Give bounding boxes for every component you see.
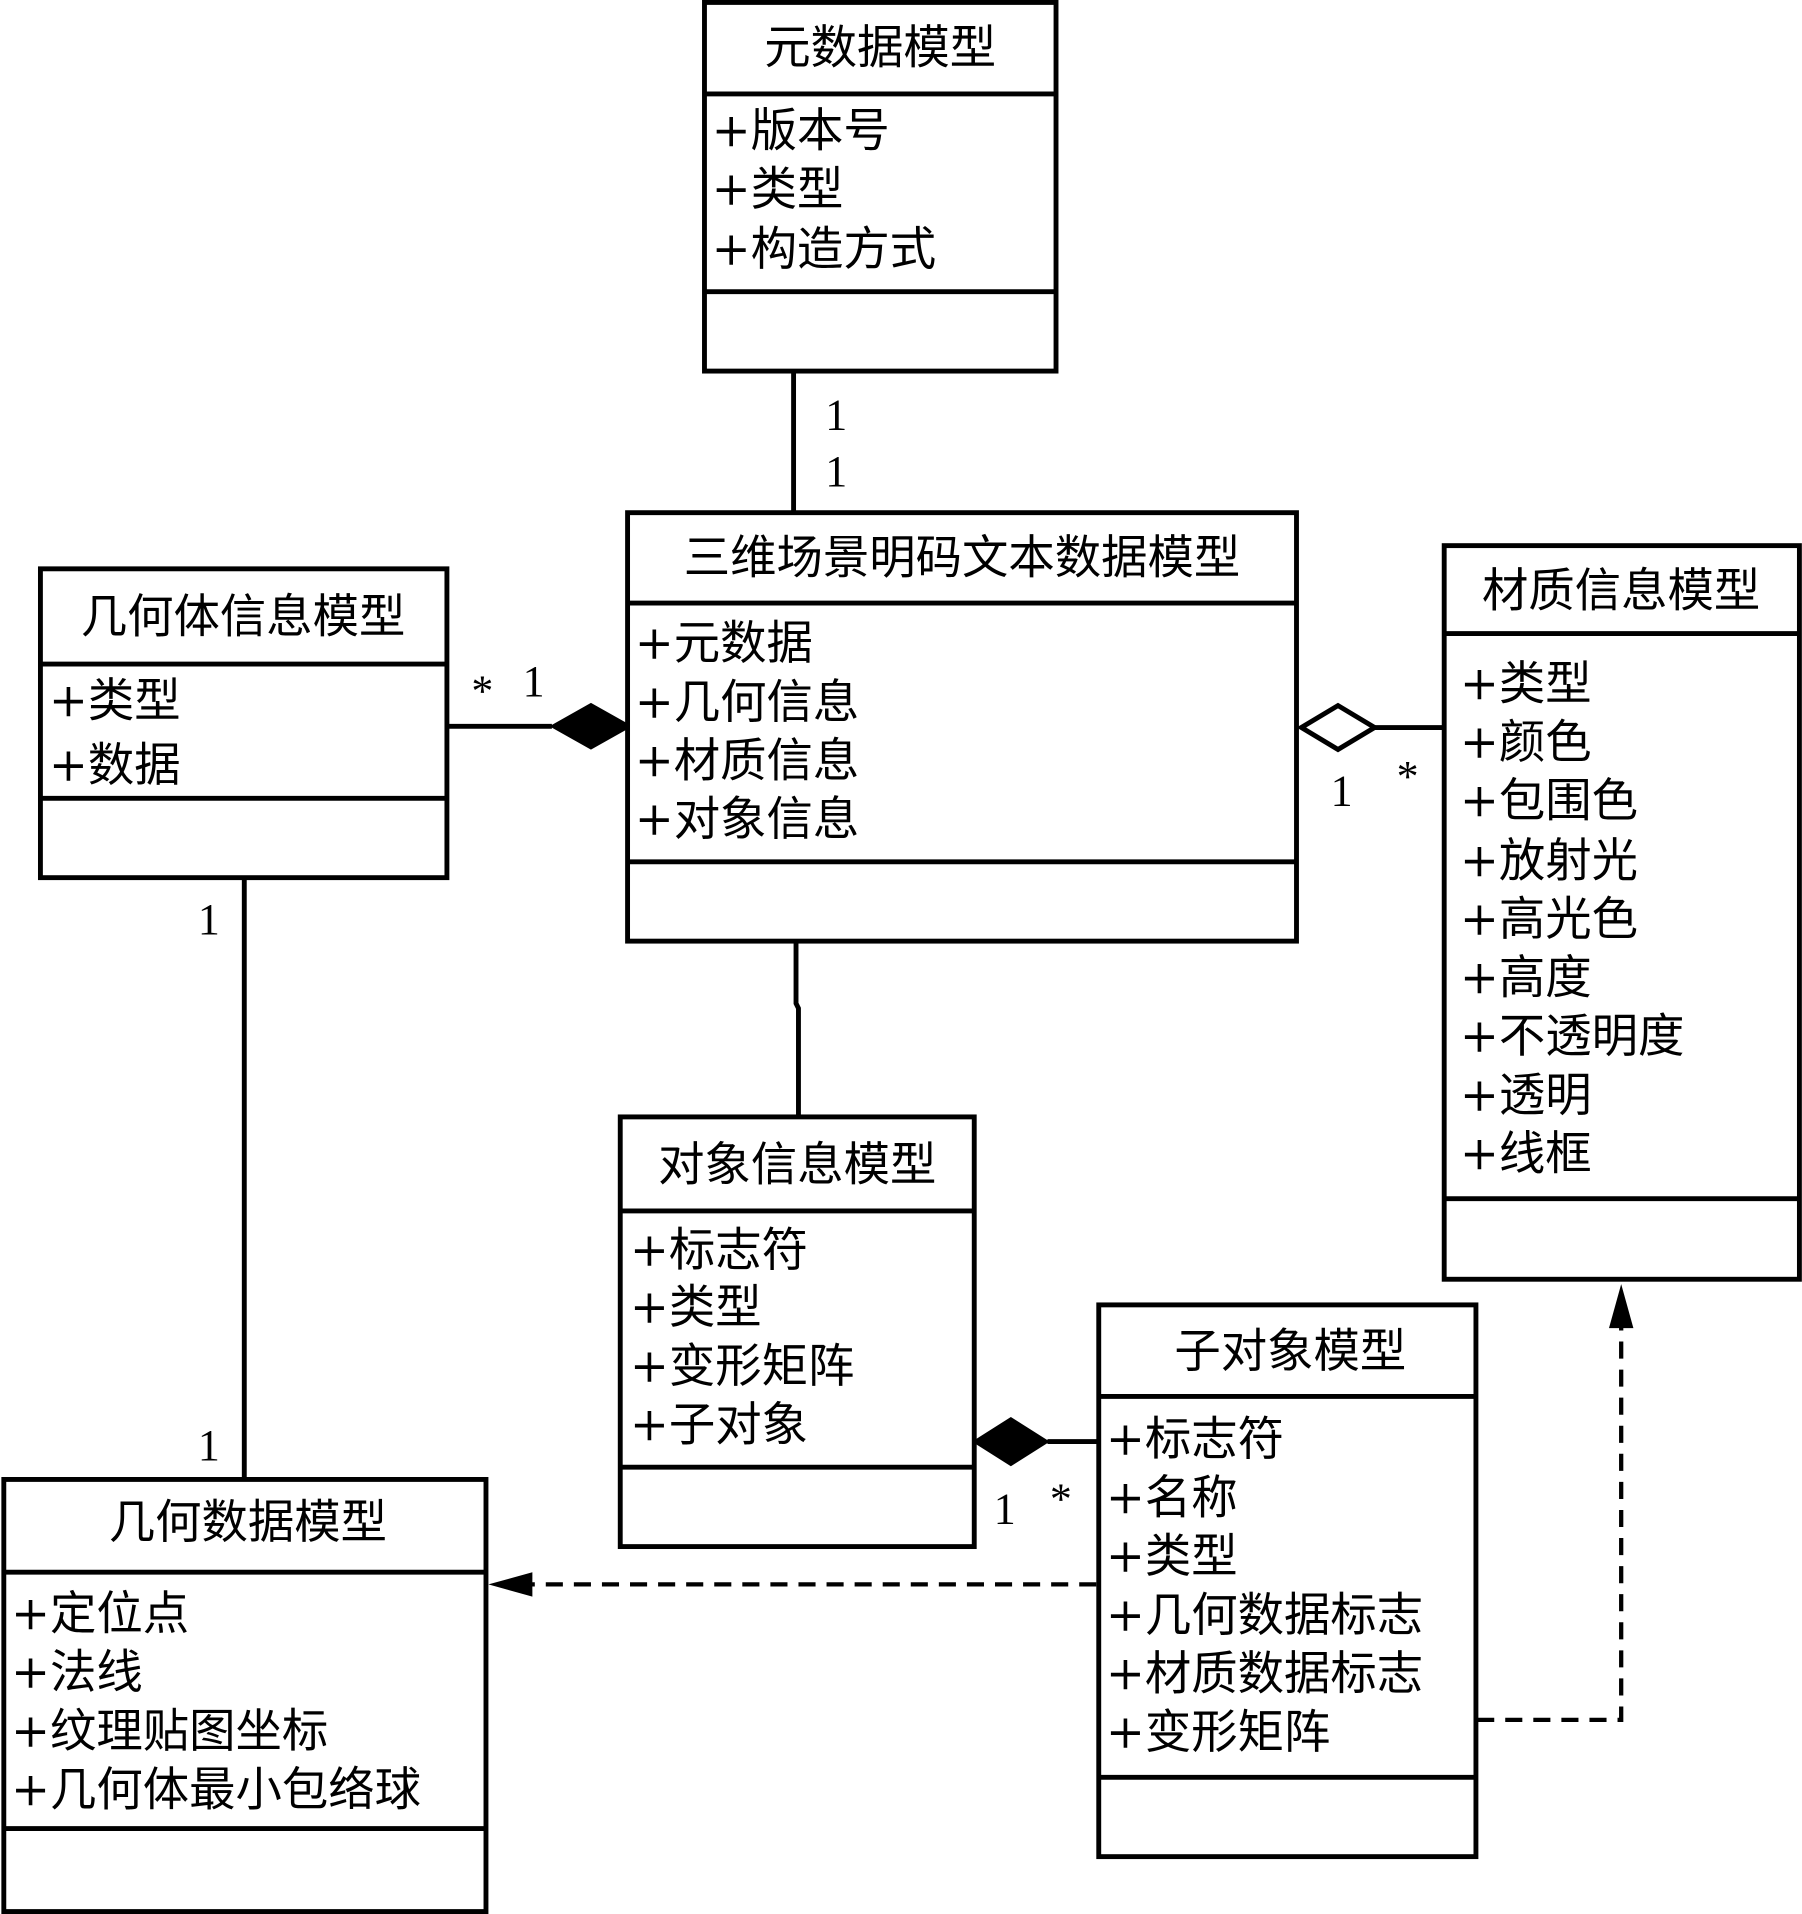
class-title: 元数据模型: [764, 20, 996, 74]
class-attribute: +纹理贴图坐标: [11, 1704, 328, 1758]
class-attribute: +类型: [1106, 1529, 1238, 1583]
class-attribute: +透明: [1460, 1068, 1592, 1122]
multiplicity-geometry-info-lower: 1: [198, 895, 220, 944]
class-title: 几何数据模型: [109, 1495, 387, 1549]
class-attribute: +类型: [1460, 656, 1592, 710]
class-attribute: +变形矩阵: [1106, 1705, 1330, 1759]
class-attribute: +变形矩阵: [630, 1339, 854, 1393]
class-attribute: +标志符: [630, 1223, 808, 1277]
class-attribute: +版本号: [712, 103, 890, 157]
class-attribute: +定位点: [11, 1587, 189, 1641]
class-title: 材质信息模型: [1482, 564, 1760, 618]
composition-diamond-icon: [549, 702, 633, 750]
composition-diamond-icon: [971, 1416, 1050, 1467]
class-attribute: +不透明度: [1460, 1009, 1684, 1063]
class-material-info-model[interactable]: 材质信息模型 +类型 +颜色 +包围色 +放射光 +高光色 +高度 +不透明度 …: [1441, 543, 1802, 1282]
class-attribute: +子对象: [630, 1397, 808, 1451]
multiplicity-geometry-info-end: *: [471, 667, 493, 716]
class-attribute: +类型: [712, 162, 844, 216]
dependency-subobject-material: [1477, 1325, 1624, 1723]
class-attribute: +高光色: [1460, 892, 1638, 946]
class-attribute: +线框: [1460, 1126, 1592, 1180]
class-attribute: +标志符: [1106, 1412, 1284, 1466]
class-attribute: +法线: [11, 1645, 143, 1699]
class-geometry-info-model[interactable]: 几何体信息模型 +类型 +数据: [37, 566, 450, 881]
class-attribute: +元数据: [635, 616, 813, 670]
class-metadata-model[interactable]: 元数据模型 +版本号 +类型 +构造方式: [702, 0, 1059, 374]
class-attribute: +几何体最小包络球: [11, 1762, 421, 1816]
class-attribute: +颜色: [1460, 715, 1592, 769]
multiplicity-material-end: *: [1397, 752, 1419, 801]
multiplicity-scene-end: 1: [825, 447, 847, 496]
class-attribute: +对象信息: [635, 792, 859, 846]
class-attribute: +材质信息: [635, 733, 859, 787]
class-attribute: +几何信息: [635, 675, 859, 729]
class-attribute: +高度: [1460, 951, 1592, 1005]
class-title: 几何体信息模型: [81, 589, 406, 643]
class-attribute: +材质数据标志: [1106, 1646, 1423, 1700]
dependency-arrowhead-icon: [1608, 1284, 1634, 1329]
class-attribute: +几何数据标志: [1106, 1588, 1423, 1642]
class-attribute: +构造方式: [712, 222, 936, 276]
aggregation-diamond-icon: [1296, 702, 1380, 753]
association-scene-object: [793, 942, 801, 1117]
multiplicity-object-end: 1: [994, 1484, 1016, 1533]
class-attribute: +放射光: [1460, 833, 1638, 887]
multiplicity-geometry-data-upper: 1: [198, 1421, 220, 1470]
class-geometry-data-model[interactable]: 几何数据模型 +定位点 +法线 +纹理贴图坐标 +几何体最小包络球: [1, 1477, 489, 1914]
multiplicity-scene-composite-end: 1: [523, 657, 545, 706]
class-attribute: +名称: [1106, 1471, 1238, 1525]
class-sub-object-model[interactable]: 子对象模型 +标志符 +名称 +类型 +几何数据标志 +材质数据标志 +变形矩阵: [1096, 1302, 1479, 1860]
multiplicity-metadata-end: 1: [825, 391, 847, 440]
class-title: 三维场景明码文本数据模型: [684, 531, 1241, 585]
class-attribute: +数据: [49, 738, 181, 792]
class-attribute: +包围色: [1460, 774, 1638, 828]
dependency-arrowhead-icon: [488, 1572, 533, 1597]
class-object-info-model[interactable]: 对象信息模型 +标志符 +类型 +变形矩阵 +子对象: [617, 1114, 977, 1550]
class-title: 子对象模型: [1174, 1324, 1406, 1378]
class-attribute: +类型: [630, 1280, 762, 1334]
multiplicity-subobject-end: *: [1050, 1475, 1072, 1524]
class-title: 对象信息模型: [658, 1137, 936, 1191]
class-scene-text-data-model[interactable]: 三维场景明码文本数据模型 +元数据 +几何信息 +材质信息 +对象信息: [625, 510, 1299, 944]
multiplicity-scene-aggregate-end: 1: [1331, 767, 1353, 816]
class-attribute: +类型: [49, 674, 181, 728]
